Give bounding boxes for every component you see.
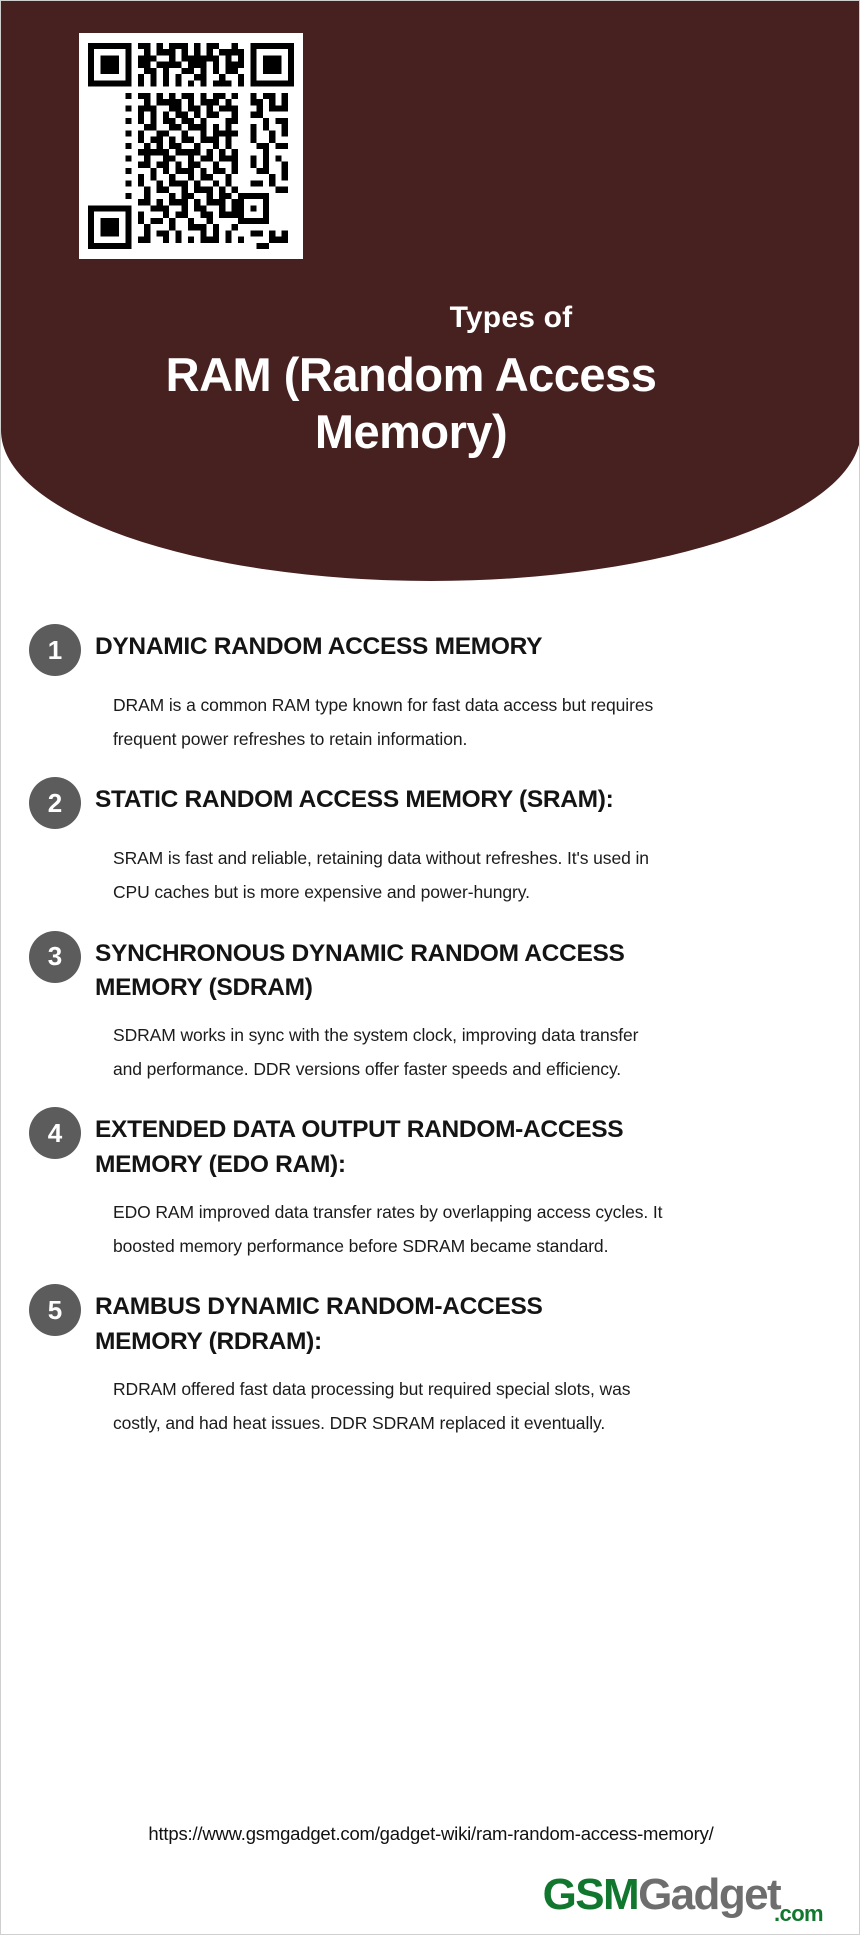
list-item-number-badge: 1 (29, 624, 81, 676)
list-item: 5 RAMBUS DYNAMIC RANDOM-ACCESS MEMORY (R… (29, 1281, 833, 1440)
list-item-header: 3 SYNCHRONOUS DYNAMIC RANDOM ACCESS MEMO… (29, 928, 833, 1007)
eyebrow-label: Types of (449, 301, 573, 334)
list-item-heading: EXTENDED DATA OUTPUT RANDOM-ACCESS MEMOR… (95, 1116, 624, 1179)
list-item-body: RDRAM offered fast data processing but r… (113, 1378, 631, 1433)
title-block: Types of RAM (Random Access Memory) (61, 301, 761, 460)
list-item-header: 4 EXTENDED DATA OUTPUT RANDOM-ACCESS MEM… (29, 1104, 833, 1183)
list-item-header: 1 DYNAMIC RANDOM ACCESS MEMORY (29, 621, 833, 676)
list-item-body: EDO RAM improved data transfer rates by … (113, 1201, 663, 1256)
list-item-header: 5 RAMBUS DYNAMIC RANDOM-ACCESS MEMORY (R… (29, 1281, 833, 1360)
gsmgadget-logo[interactable]: GSMGadget.com (542, 1870, 824, 1925)
list-item-number-badge: 3 (29, 930, 81, 983)
header-banner: Types of RAM (Random Access Memory) (1, 1, 859, 581)
list-item-body: SRAM is fast and reliable, retaining dat… (113, 848, 649, 903)
list-item-number-badge: 4 (29, 1107, 81, 1160)
logo-part-gadget: Gadget (638, 1870, 782, 1919)
list-item-heading: STATIC RANDOM ACCESS MEMORY (SRAM): (95, 786, 614, 814)
list-item-heading: RAMBUS DYNAMIC RANDOM-ACCESS MEMORY (RDR… (95, 1293, 543, 1355)
list-item-header: 2 STATIC RANDOM ACCESS MEMORY (SRAM): (29, 774, 833, 830)
qr-code-svg (88, 43, 294, 249)
list-item: 2 STATIC RANDOM ACCESS MEMORY (SRAM): SR… (29, 774, 833, 909)
list-item-heading: DYNAMIC RANDOM ACCESS MEMORY (95, 633, 543, 660)
list-item-heading: SYNCHRONOUS DYNAMIC RANDOM ACCESS MEMORY… (95, 939, 625, 1002)
list-item-body: DRAM is a common RAM type known for fast… (113, 695, 654, 750)
list-item: 1 DYNAMIC RANDOM ACCESS MEMORY DRAM is a… (29, 621, 833, 756)
source-url[interactable]: https://www.gsmgadget.com/gadget-wiki/ra… (148, 1823, 714, 1844)
list-item-body: SDRAM works in sync with the system cloc… (113, 1025, 639, 1080)
logo-part-dotcom: .com (774, 1901, 824, 1926)
logo-part-gsm: GSM (542, 1870, 640, 1919)
ram-types-list: 1 DYNAMIC RANDOM ACCESS MEMORY DRAM is a… (1, 621, 859, 1458)
list-item-number-badge: 5 (29, 1284, 81, 1337)
list-item: 3 SYNCHRONOUS DYNAMIC RANDOM ACCESS MEMO… (29, 928, 833, 1087)
list-item: 4 EXTENDED DATA OUTPUT RANDOM-ACCESS MEM… (29, 1104, 833, 1263)
list-item-number-badge: 2 (29, 777, 81, 830)
qr-code-icon[interactable] (79, 33, 303, 259)
page-title: RAM (Random Access Memory) (165, 347, 657, 458)
